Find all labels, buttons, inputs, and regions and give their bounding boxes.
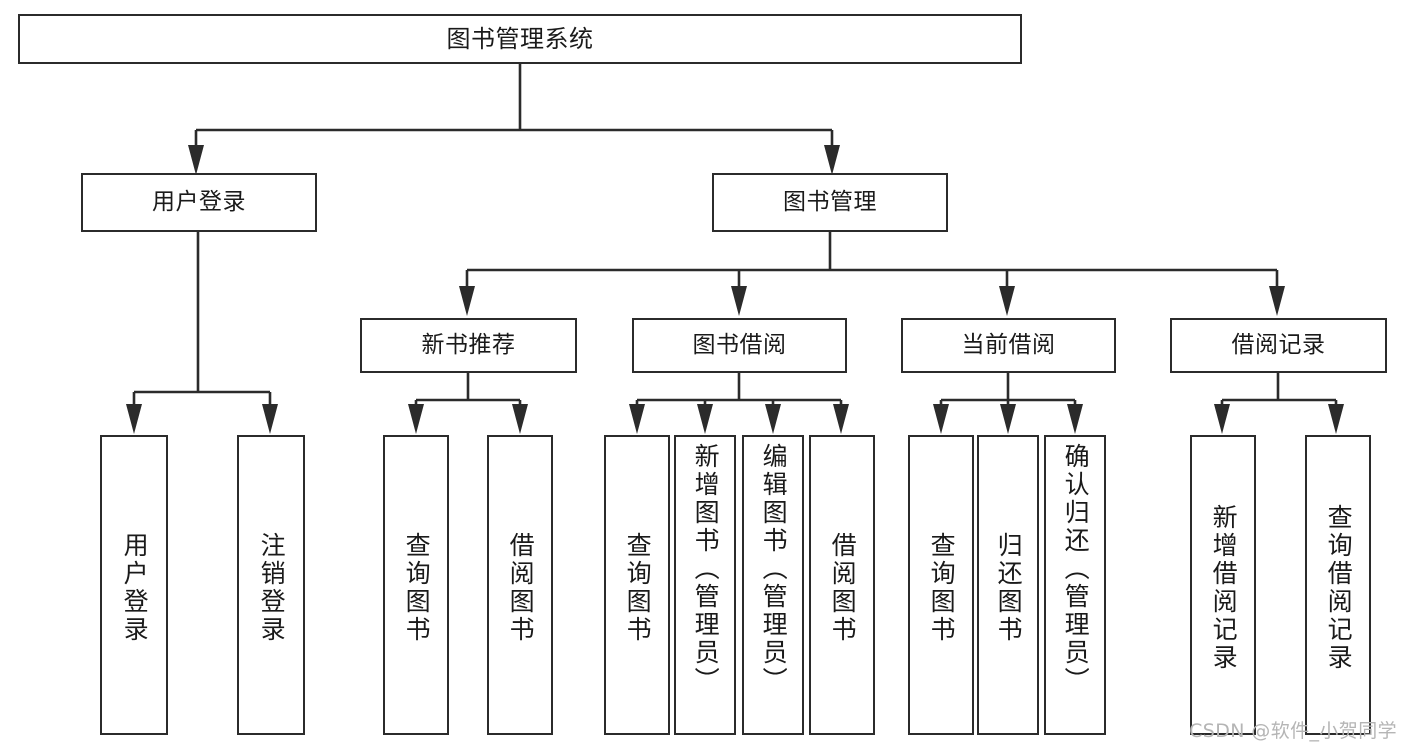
node-leaf-user-login[interactable]: 用户登录 — [100, 435, 168, 735]
node-leaf-rec-query2-label: 查询借阅记录 — [1324, 504, 1354, 672]
node-leaf-rec-add[interactable]: 新增借阅记录 — [1190, 435, 1256, 735]
node-leaf-cur-return-label: 归还图书 — [994, 532, 1024, 644]
connector-borrowrecord-to-leaves — [1214, 373, 1344, 434]
node-current-borrow-label: 当前借阅 — [961, 331, 1056, 358]
node-new-book-rec[interactable]: 新书推荐 — [360, 318, 577, 373]
node-leaf-rec-query2[interactable]: 查询借阅记录 — [1305, 435, 1371, 735]
connector-bookborrow-to-leaves — [629, 373, 849, 434]
node-leaf-borrow-query[interactable]: 查询图书 — [604, 435, 670, 735]
node-leaf-borrow-add[interactable]: 新增图书（管理员） — [674, 435, 736, 735]
connector-root-to-level2 — [188, 64, 840, 175]
node-book-borrow-label: 图书借阅 — [692, 331, 787, 358]
node-leaf-cur-query[interactable]: 查询图书 — [908, 435, 974, 735]
connector-bookmanage-to-level3 — [459, 232, 1285, 316]
node-leaf-rec-borrow-label: 借阅图书 — [506, 532, 536, 644]
node-root-label: 图书管理系统 — [446, 24, 594, 53]
connector-newbookrec-to-leaves — [408, 373, 528, 434]
connector-currentborrow-to-leaves — [933, 373, 1083, 434]
node-book-borrow[interactable]: 图书借阅 — [632, 318, 847, 373]
node-book-manage-label: 图书管理 — [783, 188, 877, 215]
node-leaf-borrow-add-label: 新增图书（管理员） — [691, 443, 721, 695]
node-leaf-rec-add-label: 新增借阅记录 — [1209, 504, 1239, 672]
node-leaf-cur-return[interactable]: 归还图书 — [977, 435, 1039, 735]
node-user-login-label: 用户登录 — [152, 188, 246, 215]
node-borrow-record[interactable]: 借阅记录 — [1170, 318, 1387, 373]
node-leaf-borrow-lend-label: 借阅图书 — [828, 532, 858, 644]
node-leaf-cur-confirm[interactable]: 确认归还（管理员） — [1044, 435, 1106, 735]
node-leaf-user-login-label: 用户登录 — [120, 532, 150, 644]
node-borrow-record-label: 借阅记录 — [1231, 331, 1326, 358]
node-leaf-user-logout-label: 注销登录 — [257, 532, 287, 644]
node-leaf-rec-borrow[interactable]: 借阅图书 — [487, 435, 553, 735]
node-new-book-rec-label: 新书推荐 — [421, 331, 516, 358]
node-leaf-rec-query[interactable]: 查询图书 — [383, 435, 449, 735]
node-leaf-borrow-edit[interactable]: 编辑图书（管理员） — [742, 435, 804, 735]
node-user-login[interactable]: 用户登录 — [81, 173, 317, 232]
node-leaf-borrow-query-label: 查询图书 — [623, 532, 653, 644]
watermark-text: CSDN @软件_小贺同学 — [1189, 720, 1397, 742]
node-leaf-user-logout[interactable]: 注销登录 — [237, 435, 305, 735]
node-current-borrow[interactable]: 当前借阅 — [901, 318, 1116, 373]
node-book-manage[interactable]: 图书管理 — [712, 173, 948, 232]
node-root[interactable]: 图书管理系统 — [18, 14, 1022, 64]
node-leaf-borrow-lend[interactable]: 借阅图书 — [809, 435, 875, 735]
node-leaf-cur-confirm-label: 确认归还（管理员） — [1061, 443, 1091, 695]
connector-userlogin-to-leaves — [126, 232, 278, 434]
node-leaf-cur-query-label: 查询图书 — [927, 532, 957, 644]
node-leaf-rec-query-label: 查询图书 — [402, 532, 432, 644]
node-leaf-borrow-edit-label: 编辑图书（管理员） — [759, 443, 789, 695]
